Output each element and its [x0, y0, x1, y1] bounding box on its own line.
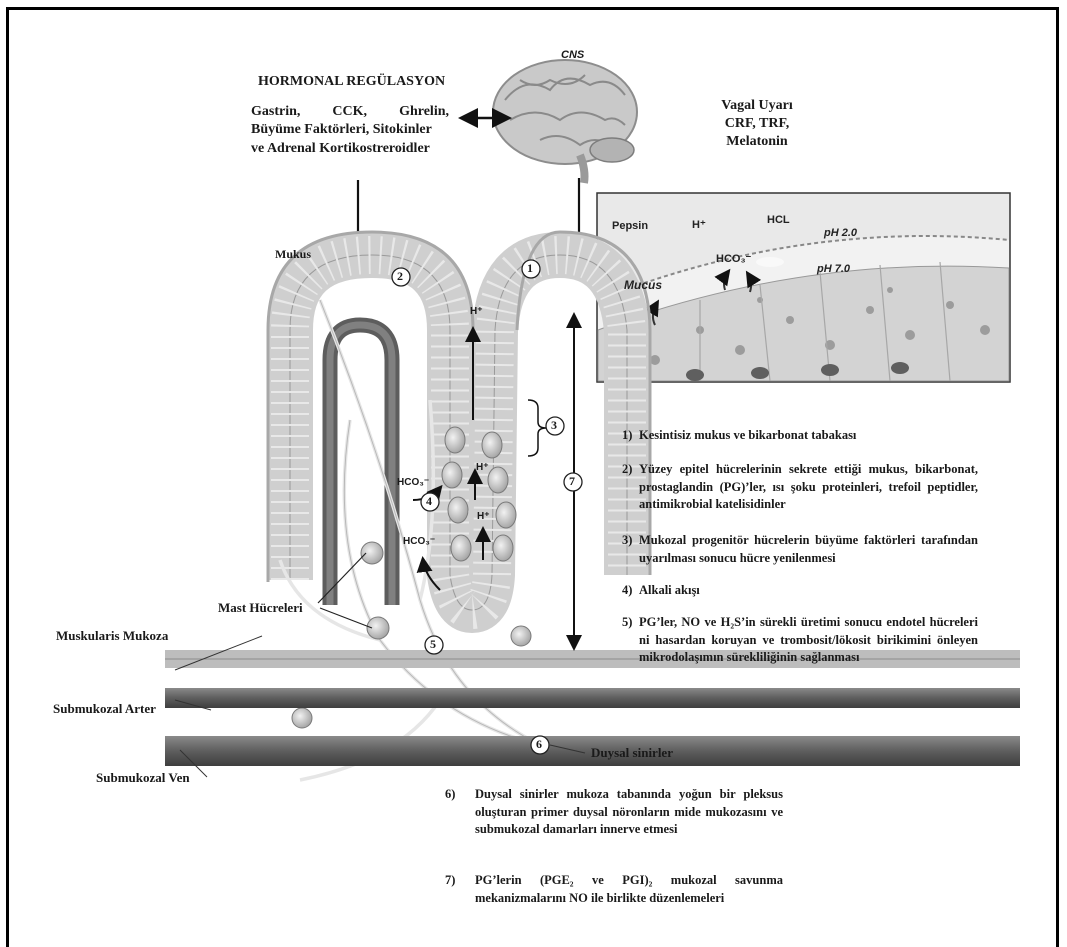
submucosal-artery	[165, 688, 1020, 708]
marker-5: 5	[430, 637, 436, 652]
legend-item-2: 2) Yüzey epitel hücrelerinin sekrete ett…	[622, 461, 978, 514]
inset-ph-2: pH 2.0	[824, 227, 857, 239]
inset-pepsin: Pepsin	[612, 220, 648, 232]
legend-text-4: Alkali akışı	[622, 582, 978, 600]
legend-text-3: Mukozal progenitör hücrelerin büyüme fak…	[622, 532, 978, 567]
inset-h-plus: H⁺	[692, 218, 706, 231]
marker-3: 3	[551, 418, 557, 433]
vagal-line-2: CRF, TRF,	[697, 116, 817, 132]
h-plus-top-label: H⁺	[470, 306, 483, 317]
legend-item-5: 5) PG’ler, NO ve H₂S’in sürekli üretimi …	[622, 614, 978, 667]
hormonal-title: HORMONAL REGÜLASYON	[258, 74, 445, 90]
inset-hco3: HCO₃⁻	[716, 252, 751, 265]
duysal-label: Duysal sinirler	[591, 745, 673, 761]
legend-text-2: Yüzey epitel hücrelerinin sekrete ettiği…	[622, 461, 978, 514]
marker-6: 6	[536, 737, 542, 752]
hormonal-line-1: Gastrin, CCK, Ghrelin,	[251, 103, 449, 120]
vagal-line-3: Melatonin	[697, 134, 817, 150]
legend-num-3: 3)	[622, 532, 632, 550]
marker-7: 7	[569, 474, 575, 489]
inset-ph-7: pH 7.0	[817, 263, 850, 275]
h-plus-mid-label: H⁺	[476, 462, 489, 473]
brain-illustration	[493, 60, 637, 183]
inset-mucus: Mucus	[624, 278, 662, 292]
hco3-label-b: HCO₃⁻	[403, 536, 435, 547]
legend-item-6: 6) Duysal sinirler mukoza tabanında yoğu…	[445, 786, 783, 839]
legend-num-7: 7)	[445, 872, 455, 890]
hco3-label-a: HCO₃⁻	[397, 477, 429, 488]
marker-2: 2	[397, 269, 403, 284]
marker-4: 4	[426, 494, 432, 509]
legend-num-6: 6)	[445, 786, 455, 804]
legend-item-1: 1) Kesintisiz mukus ve bikarbonat tabaka…	[622, 427, 978, 445]
ven-label: Submukozal Ven	[96, 770, 190, 786]
marker-1: 1	[527, 261, 533, 276]
hormonal-line-2: Büyüme Faktörleri, Sitokinler	[251, 122, 432, 138]
inset-hcl: HCL	[767, 214, 790, 226]
muskularis-label: Muskularis Mukoza	[56, 628, 168, 644]
legend-text-1: Kesintisiz mukus ve bikarbonat tabakası	[622, 427, 978, 445]
legend-item-7: 7) PG’lerin (PGE₂ ve PGI)₂ mukozal savun…	[445, 872, 783, 907]
legend-num-1: 1)	[622, 427, 632, 445]
legend-num-5: 5)	[622, 614, 632, 632]
hormonal-line-3: ve Adrenal Kortikostreroidler	[251, 141, 430, 157]
legend-num-2: 2)	[622, 461, 632, 479]
vagal-line-1: Vagal Uyarı	[697, 98, 817, 114]
brace-3	[528, 400, 546, 456]
legend-text-5: PG’ler, NO ve H₂S’in sürekli üretimi son…	[622, 614, 978, 667]
legend-item-3: 3) Mukozal progenitör hücrelerin büyüme …	[622, 532, 978, 567]
capillary-loop	[330, 325, 392, 605]
legend-text-7: PG’lerin (PGE₂ ve PGI)₂ mukozal savunma …	[445, 872, 783, 907]
mast-cells-label: Mast Hücreleri	[218, 600, 303, 616]
legend-text-6: Duysal sinirler mukoza tabanında yoğun b…	[445, 786, 783, 839]
mukus-label: Mukus	[275, 247, 311, 262]
arter-label: Submukozal Arter	[53, 701, 156, 717]
legend-item-4: 4) Alkali akışı	[622, 582, 978, 600]
h-plus-low-label: H⁺	[477, 511, 490, 522]
legend-num-4: 4)	[622, 582, 632, 600]
cns-label: CNS	[561, 49, 584, 61]
capillary-highlight	[330, 325, 392, 605]
